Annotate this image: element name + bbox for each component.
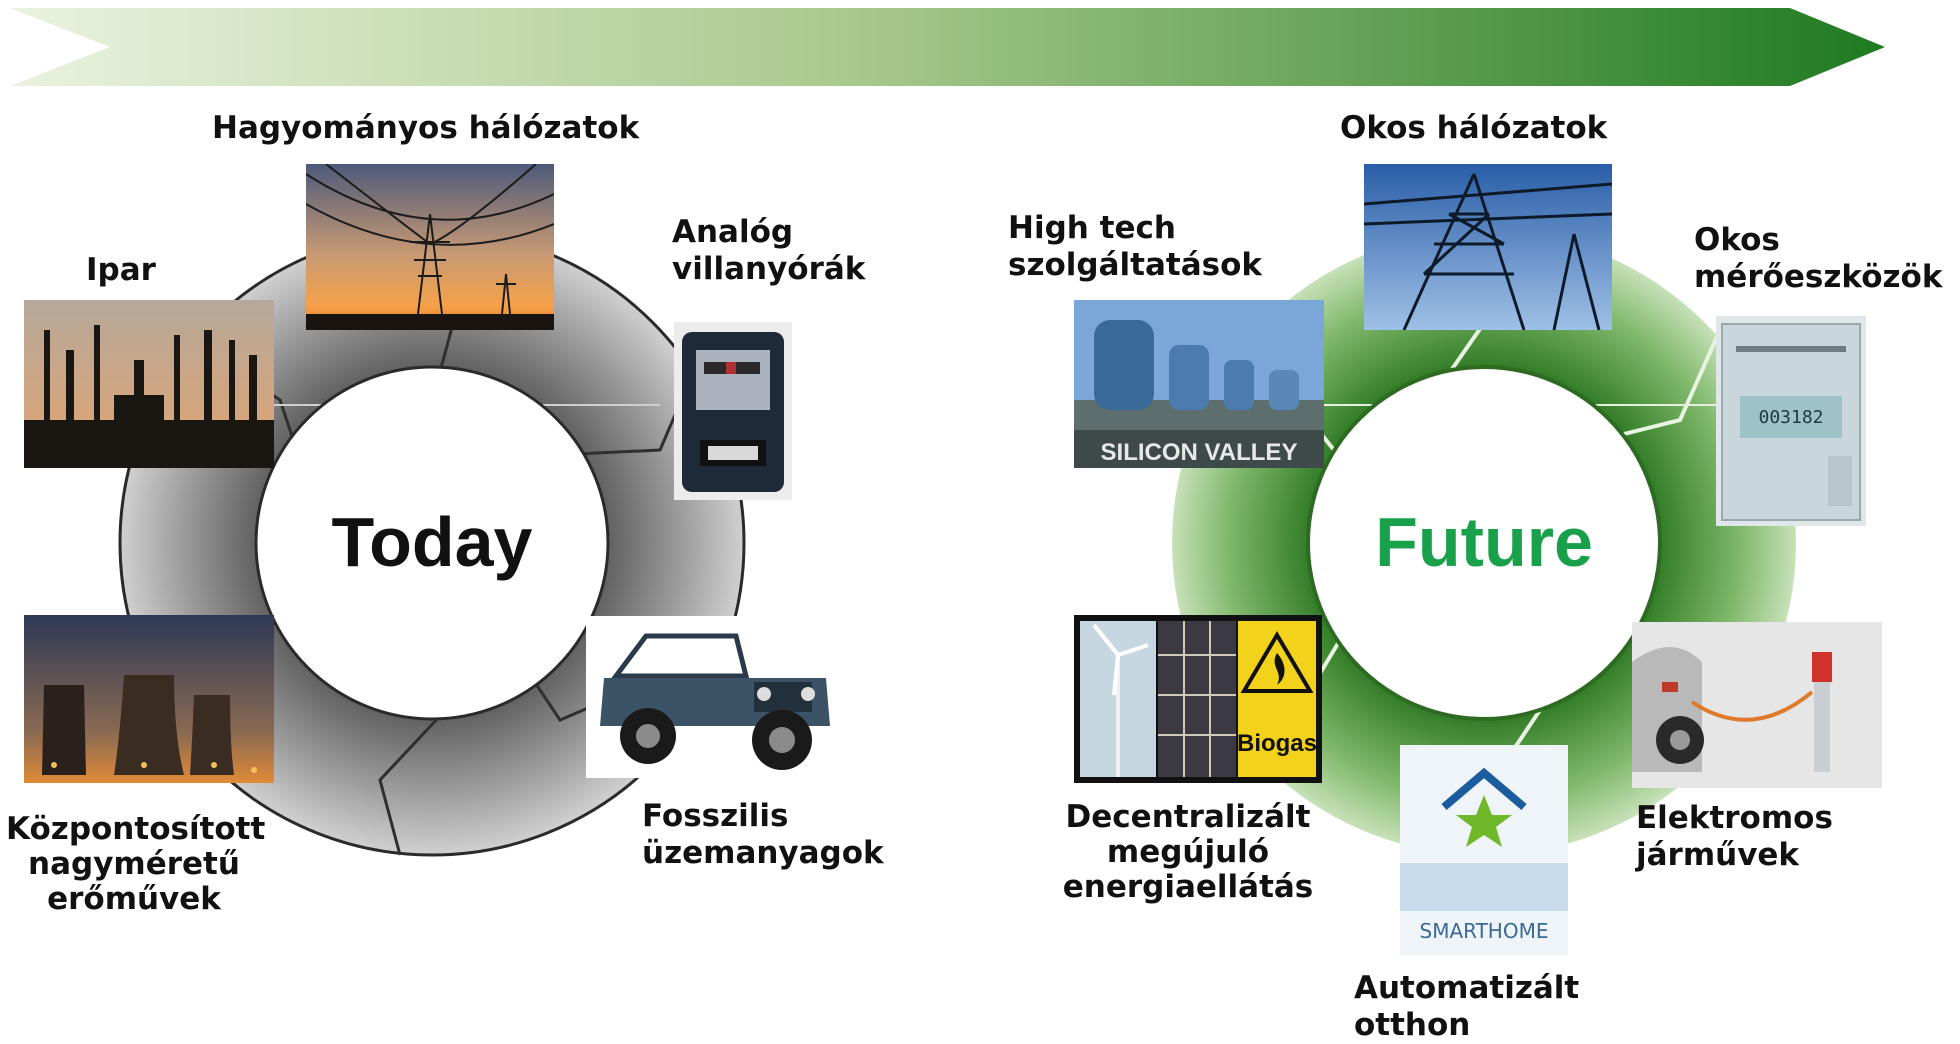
renewables-photo: Biogas <box>1074 615 1322 783</box>
cooling-tower-icon <box>24 615 274 783</box>
label-smart-meters: Okos mérőeszközök <box>1694 222 1943 295</box>
pylon-icon <box>1364 164 1612 330</box>
future-center-label: Future <box>1375 503 1593 581</box>
meter-display-text: 003182 <box>1758 407 1823 428</box>
jeep-icon <box>586 616 838 778</box>
power-line-photo <box>306 164 554 330</box>
today-center-label: Today <box>331 503 533 581</box>
smarthome-text: SMARTHOME <box>1420 919 1549 943</box>
power-line-icon <box>306 164 554 330</box>
label-decentralized-renewables: Decentralizált megújuló energiaellátás <box>1062 799 1314 905</box>
smart-meter-photo: 003182 <box>1716 316 1866 526</box>
smart-home-icon: SMARTHOME <box>1400 745 1568 955</box>
renewables-collage: Biogas <box>1074 615 1322 783</box>
factory-icon <box>24 300 274 468</box>
electric-car-photo <box>1632 622 1882 788</box>
wind-turbine-icon <box>1080 621 1156 777</box>
silicon-valley-text: SILICON VALLEY <box>1101 439 1298 466</box>
pylon-photo <box>1364 164 1612 330</box>
fire-warning-icon: Biogas <box>1237 621 1317 777</box>
biogas-text: Biogas <box>1237 730 1317 757</box>
factory-photo <box>24 300 274 468</box>
label-industry: Ipar <box>86 252 156 288</box>
today-center <box>254 365 610 721</box>
label-high-tech-services: High tech szolgáltatások <box>1008 210 1262 283</box>
arrow-banner-icon <box>10 8 1885 86</box>
electric-car-icon <box>1632 622 1882 788</box>
label-electric-vehicles: Elektromos járművek <box>1636 800 1833 873</box>
label-smart-grids: Okos hálózatok <box>1340 110 1608 146</box>
label-automated-home: Automatizált otthon <box>1354 970 1580 1043</box>
future-center <box>1306 365 1662 721</box>
silicon-valley-photo: SILICON VALLEY <box>1074 300 1324 468</box>
label-fossil-fuels: Fosszilis üzemanyagok <box>642 798 884 871</box>
label-traditional-grids: Hagyományos hálózatok <box>212 110 640 146</box>
label-central-plants: Központosított nagyméretű erőművek <box>6 811 266 917</box>
power-plant-photo <box>24 615 274 783</box>
jeep-photo <box>586 616 838 778</box>
office-building-icon: SILICON VALLEY <box>1074 300 1324 468</box>
electric-meter-icon <box>674 322 792 500</box>
solar-panel-icon <box>1158 621 1236 777</box>
smart-meter-icon: 003182 <box>1716 316 1866 526</box>
analog-meter-photo <box>674 322 792 500</box>
smarthome-photo: SMARTHOME <box>1400 745 1568 955</box>
label-analog-meters: Analóg villanyórák <box>672 214 866 287</box>
